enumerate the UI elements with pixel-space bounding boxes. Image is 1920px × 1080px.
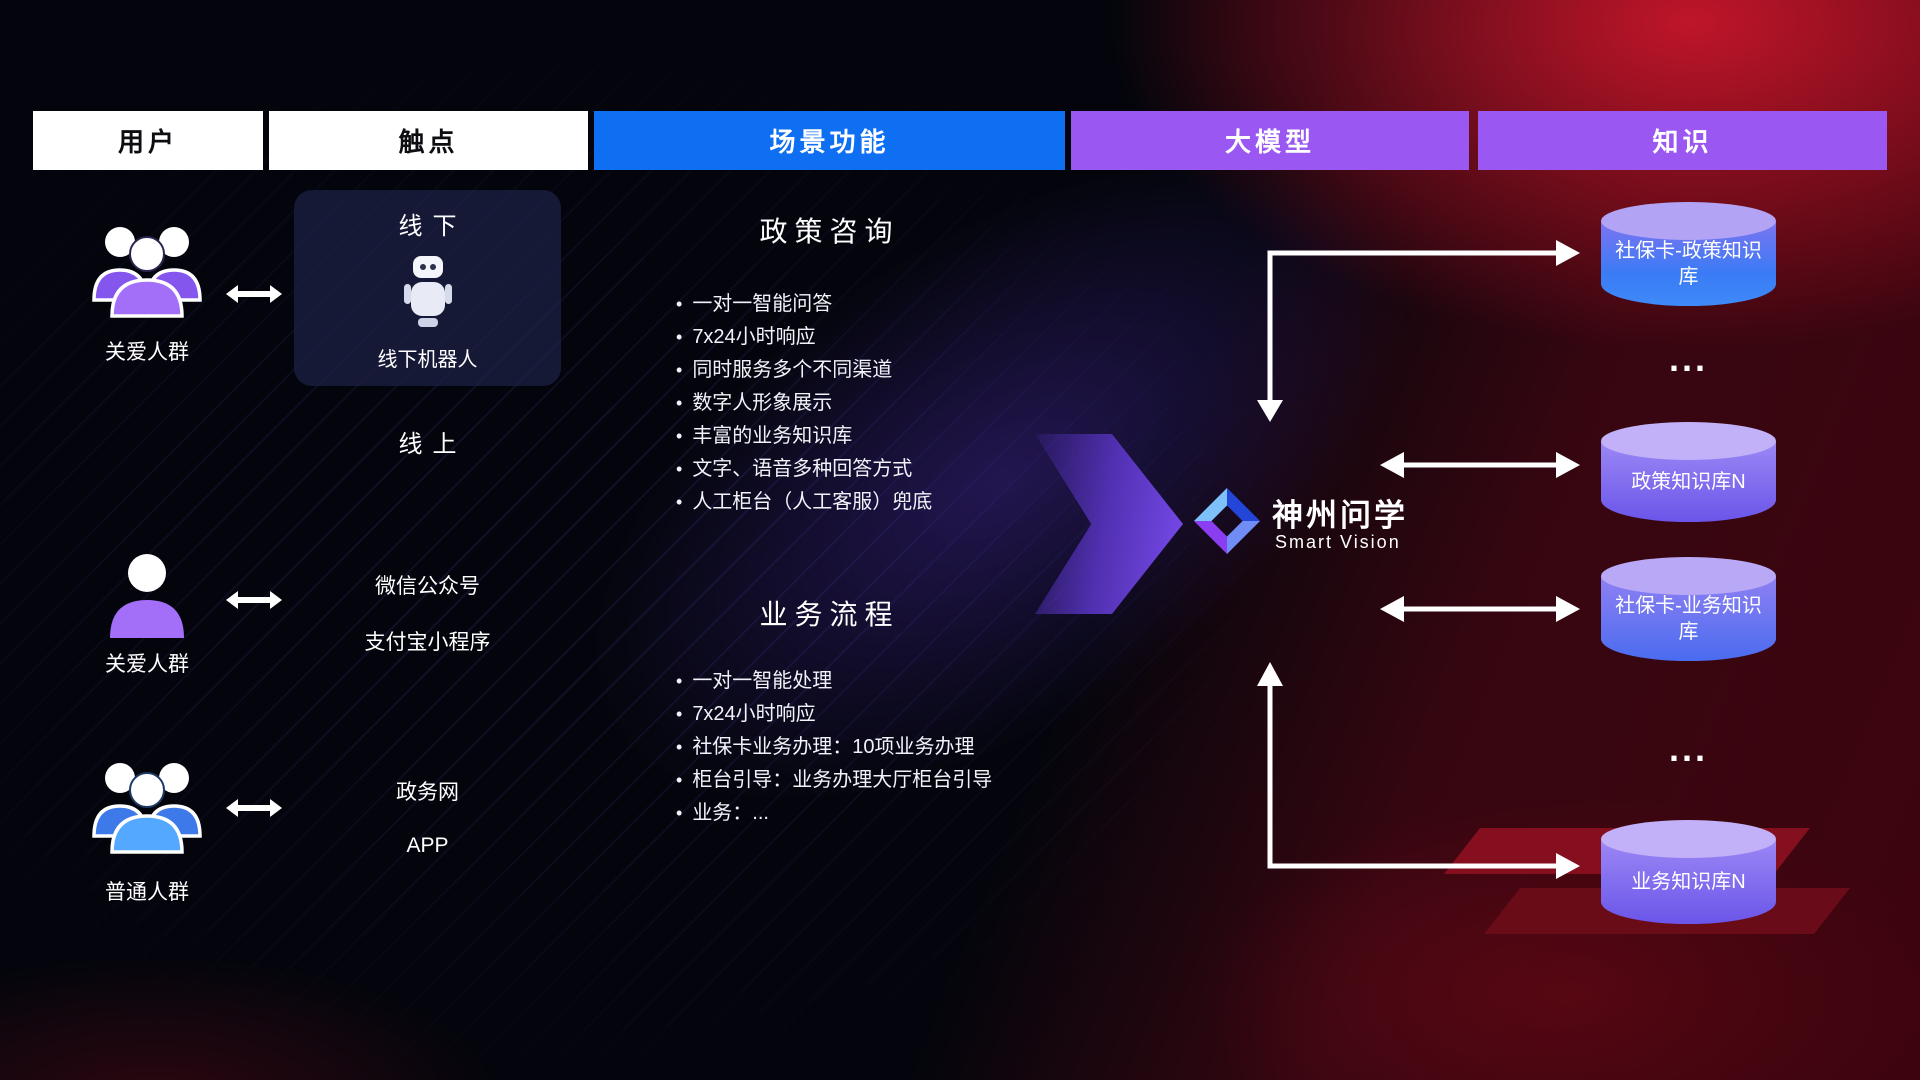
touchpoint-app: APP	[406, 834, 449, 857]
business-bullet-list: 一对一智能处理 7x24小时响应 社保卡业务办理：10项业务办理 柜台引导：业务…	[676, 665, 992, 830]
policy-bullet: 7x24小时响应	[676, 321, 932, 354]
policy-bullet-list: 一对一智能问答 7x24小时响应 同时服务多个不同渠道 数字人形象展示 丰富的业…	[676, 288, 932, 519]
bidirectional-arrow-icon	[226, 285, 282, 303]
business-scene-title: 业务流程	[759, 599, 900, 630]
policy-bullet: 文字、语音多种回答方式	[676, 453, 932, 486]
header-knowledge: 知识	[1478, 111, 1887, 170]
header-touchpoints: 触点	[269, 111, 588, 170]
header-scenes: 场景功能	[594, 111, 1065, 170]
knowledge-db-4-label: 业务知识库N	[1631, 870, 1746, 893]
user-group2-label: 关爱人群	[105, 653, 189, 676]
bidirectional-arrow-icon	[226, 799, 282, 817]
arrow-model-to-db4	[1257, 662, 1580, 879]
user-group-purple-icon	[92, 227, 202, 318]
knowledge-db-1-label: 社保卡-政策知识库	[1615, 239, 1762, 288]
knowledge-db-3-label: 社保卡-业务知识库	[1615, 594, 1762, 643]
policy-bullet: 一对一智能问答	[676, 288, 932, 321]
policy-scene-title: 政策咨询	[759, 216, 900, 247]
model-name: 神州问学	[1272, 498, 1408, 533]
user-group3-label: 普通人群	[105, 881, 189, 904]
business-bullet: 一对一智能处理	[676, 665, 992, 698]
knowledge-db-3: 社保卡-业务知识库	[1601, 557, 1776, 661]
business-bullet: 社保卡业务办理：10项业务办理	[676, 731, 992, 764]
offline-touchpoint-card: 线下 线下机器人	[294, 190, 561, 386]
touchpoint-wechat: 微信公众号	[375, 575, 480, 598]
touchpoint-gov-web: 政务网	[396, 781, 459, 804]
smart-vision-logo-icon	[1193, 487, 1261, 555]
knowledge-ellipsis-1: ...	[1668, 338, 1708, 379]
bidirectional-arrow-icon	[226, 591, 282, 609]
policy-bullet: 数字人形象展示	[676, 387, 932, 420]
arrow-model-db3	[1380, 596, 1580, 622]
cylinder-cap	[1601, 202, 1776, 240]
user-group-blue-icon	[92, 763, 202, 854]
header-model: 大模型	[1071, 111, 1469, 170]
business-bullet: 7x24小时响应	[676, 698, 992, 731]
online-title: 线上	[398, 431, 467, 458]
policy-bullet: 丰富的业务知识库	[676, 420, 932, 453]
knowledge-db-1: 社保卡-政策知识库	[1601, 202, 1776, 306]
model-subtitle: Smart Vision	[1275, 532, 1401, 552]
header-users: 用户	[33, 111, 263, 170]
touchpoint-alipay: 支付宝小程序	[364, 631, 491, 654]
cylinder-cap	[1601, 820, 1776, 858]
knowledge-db-2-label: 政策知识库N	[1631, 470, 1746, 493]
knowledge-db-2: 政策知识库N	[1601, 422, 1776, 522]
business-bullet: 业务：...	[676, 797, 992, 830]
knowledge-db-4: 业务知识库N	[1601, 820, 1776, 924]
cylinder-cap	[1601, 422, 1776, 460]
offline-title: 线下	[398, 213, 467, 240]
knowledge-ellipsis-2: ...	[1668, 728, 1708, 769]
arrow-model-to-db1	[1257, 240, 1580, 422]
cylinder-cap	[1601, 557, 1776, 595]
user-group1-label: 关爱人群	[105, 341, 189, 364]
arrow-model-db2	[1380, 452, 1580, 478]
user-single-purple-icon	[110, 554, 184, 638]
robot-icon	[403, 256, 452, 327]
business-bullet: 柜台引导：业务办理大厅柜台引导	[676, 764, 992, 797]
policy-bullet: 同时服务多个不同渠道	[676, 354, 932, 387]
offline-robot-label: 线下机器人	[377, 349, 478, 371]
policy-bullet: 人工柜台（人工客服）兜底	[676, 486, 932, 519]
